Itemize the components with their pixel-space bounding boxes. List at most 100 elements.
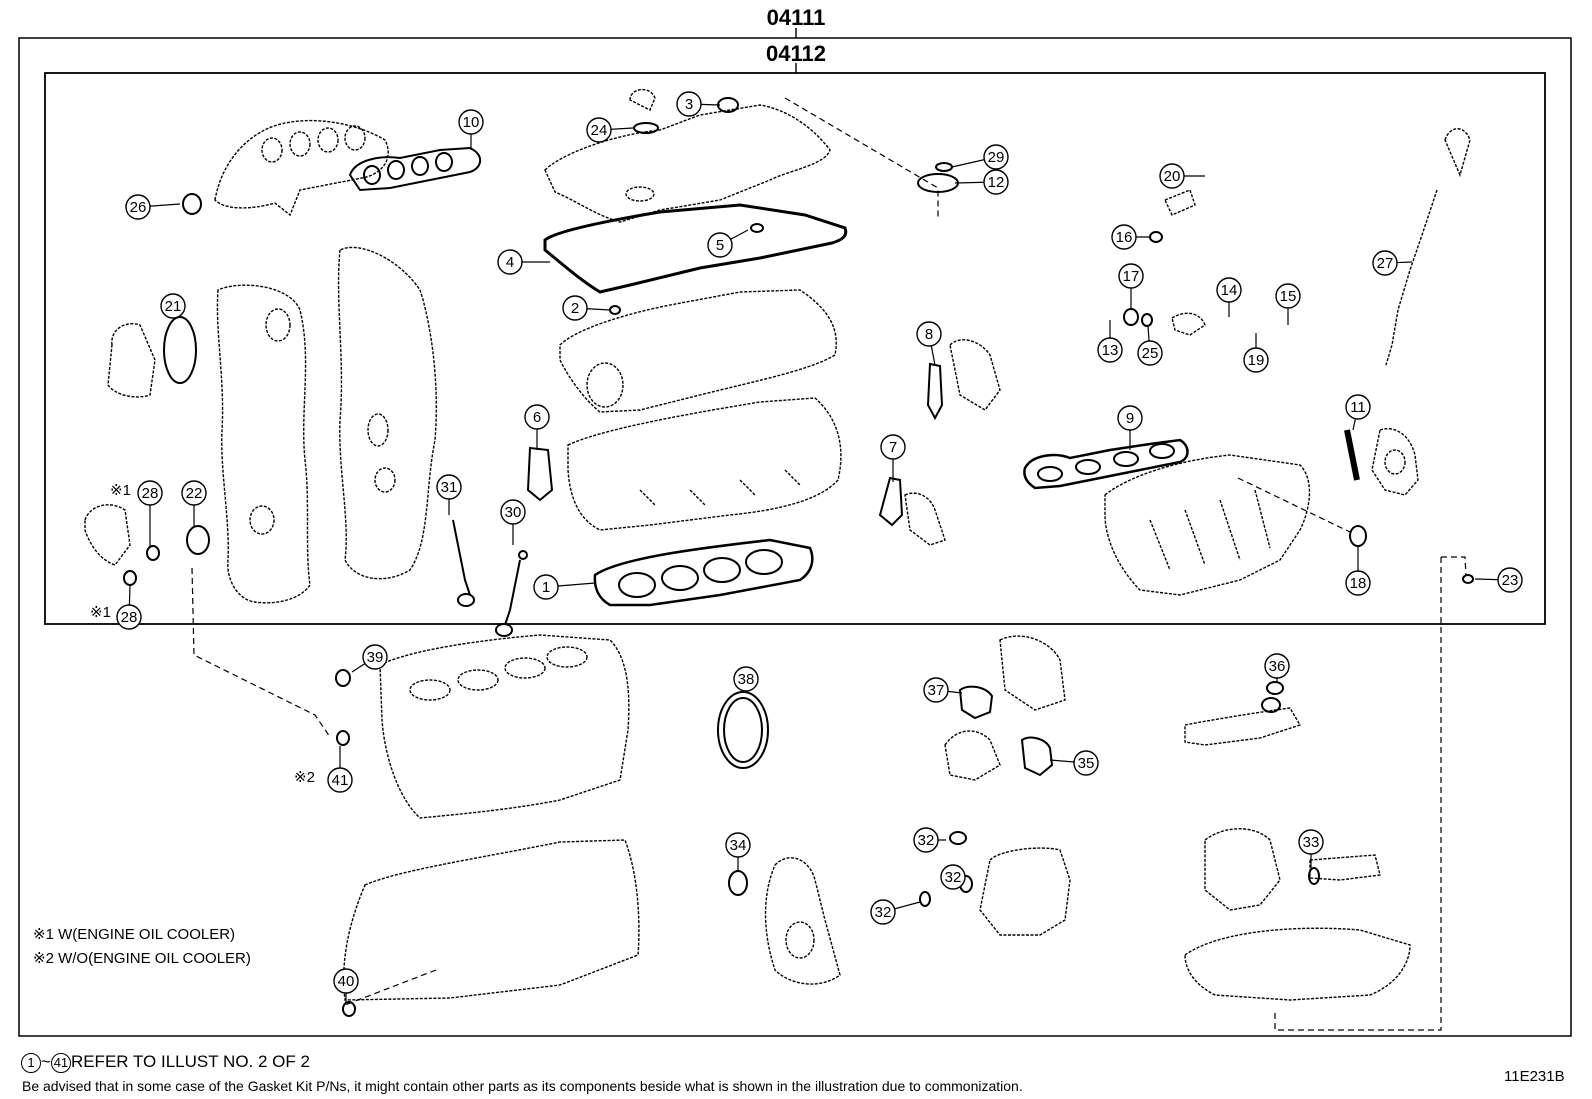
callout-number: 22 xyxy=(186,485,203,502)
callout-circle xyxy=(923,677,949,703)
callout-circle xyxy=(1497,567,1523,593)
callout-circle xyxy=(500,499,526,525)
callout-38: 38 xyxy=(733,666,759,692)
callout-28: 28 xyxy=(137,480,163,548)
callout-number: 13 xyxy=(1102,342,1119,359)
callout-number: 25 xyxy=(1142,345,1159,362)
callout-39: 39 xyxy=(351,644,388,673)
callout-circle xyxy=(1345,394,1371,420)
range-end-callout: 41 xyxy=(50,1052,71,1073)
callout-number: 8 xyxy=(925,326,933,343)
callout-number: 15 xyxy=(1280,288,1297,305)
callout-17: 17 xyxy=(1118,263,1144,308)
callout-9: 9 xyxy=(1117,405,1143,450)
callout-29: 29 xyxy=(951,144,1009,170)
callout-26: 26 xyxy=(125,194,181,220)
callout-circle xyxy=(1275,283,1301,309)
callout-7: 7 xyxy=(880,434,906,482)
outer-kit-frame xyxy=(18,37,1572,1037)
callout-number: 20 xyxy=(1164,168,1181,185)
advisory-text: Be advised that in some case of the Gask… xyxy=(22,1078,1023,1094)
callout-number: 1 xyxy=(542,579,550,596)
kit-number-inner: 04112 xyxy=(766,41,826,66)
illustration-code: 11E231B xyxy=(1504,1068,1565,1085)
callout-1: 1 xyxy=(533,574,596,600)
callout-circle xyxy=(1216,277,1242,303)
gasket-outlines xyxy=(123,97,1474,1017)
callout-number: 3 xyxy=(685,96,693,113)
callout-circle xyxy=(916,321,942,347)
callout-number: 34 xyxy=(730,837,747,854)
dashed-leaders xyxy=(191,97,1467,1031)
callout-number: 30 xyxy=(505,504,522,521)
callout-circle xyxy=(1298,829,1324,855)
callout-number: 2 xyxy=(571,300,579,317)
callout-number: 14 xyxy=(1221,282,1238,299)
callout-number: 26 xyxy=(130,199,147,216)
callout-10: 10 xyxy=(458,109,484,150)
callout-number: 10 xyxy=(463,114,480,131)
callout-number: 12 xyxy=(988,174,1005,191)
callout-circle xyxy=(1111,224,1137,250)
callout-3: 3 xyxy=(676,91,721,117)
callout-circle xyxy=(497,249,523,275)
callout-circle xyxy=(1159,163,1185,189)
callout-13: 13 xyxy=(1097,320,1123,363)
callout-circle xyxy=(116,604,142,630)
callout-number: 7 xyxy=(889,439,897,456)
callout-28: 28 xyxy=(116,584,142,630)
callout-circle xyxy=(327,767,353,793)
callout-circle xyxy=(880,434,906,460)
callout-12: 12 xyxy=(954,169,1009,195)
callout-35: 35 xyxy=(1049,750,1099,776)
callout-number: 17 xyxy=(1123,268,1140,285)
callout-number: 28 xyxy=(121,609,138,626)
callout-circle xyxy=(870,899,896,925)
part-sketches xyxy=(84,88,1471,1001)
range-separator: ~ xyxy=(41,1052,51,1071)
callout-number: 23 xyxy=(1502,572,1519,589)
callout-number: 32 xyxy=(918,832,935,849)
callout-2: 2 xyxy=(562,295,611,321)
callout-30: 30 xyxy=(500,499,526,545)
callout-number: 36 xyxy=(1269,658,1286,675)
callout-circle xyxy=(436,474,462,500)
callout-32: 32 xyxy=(870,899,921,925)
callout-24: 24 xyxy=(586,117,634,143)
callout-circle xyxy=(533,574,559,600)
callout-31: 31 xyxy=(436,474,462,515)
callout-21: 21 xyxy=(160,293,186,319)
callout-33: 33 xyxy=(1298,829,1324,870)
callout-circle xyxy=(1264,653,1290,679)
wo-oil-cooler-mark: ※2 xyxy=(294,769,315,786)
callout-number: 38 xyxy=(738,671,755,688)
callout-number: 5 xyxy=(716,237,724,254)
callout-circle xyxy=(181,480,207,506)
callout-number: 41 xyxy=(332,772,349,789)
callout-number: 37 xyxy=(928,682,945,699)
callout-number: 24 xyxy=(591,122,608,139)
callout-number: 40 xyxy=(338,973,355,990)
callout-11: 11 xyxy=(1345,394,1371,431)
callout-number: 33 xyxy=(1303,834,1320,851)
callout-16: 16 xyxy=(1111,224,1150,250)
callout-32: 32 xyxy=(913,827,946,853)
callout-number: 27 xyxy=(1377,255,1394,272)
callout-circle xyxy=(458,109,484,135)
callout-27: 27 xyxy=(1372,250,1413,276)
callout-number: 9 xyxy=(1126,410,1134,427)
callout-19: 19 xyxy=(1243,333,1269,373)
callout-circle xyxy=(1372,250,1398,276)
callout-18: 18 xyxy=(1345,545,1371,596)
callout-circle xyxy=(676,91,702,117)
callout-circle xyxy=(707,232,733,258)
w-oil-cooler-mark: ※1 xyxy=(90,604,111,621)
callout-circle xyxy=(1073,750,1099,776)
callout-25: 25 xyxy=(1137,325,1163,366)
callout-circle xyxy=(913,827,939,853)
note-with-oil-cooler: ※1 W(ENGINE OIL COOLER) xyxy=(33,926,236,943)
range-start-callout: 1 xyxy=(21,1052,41,1073)
